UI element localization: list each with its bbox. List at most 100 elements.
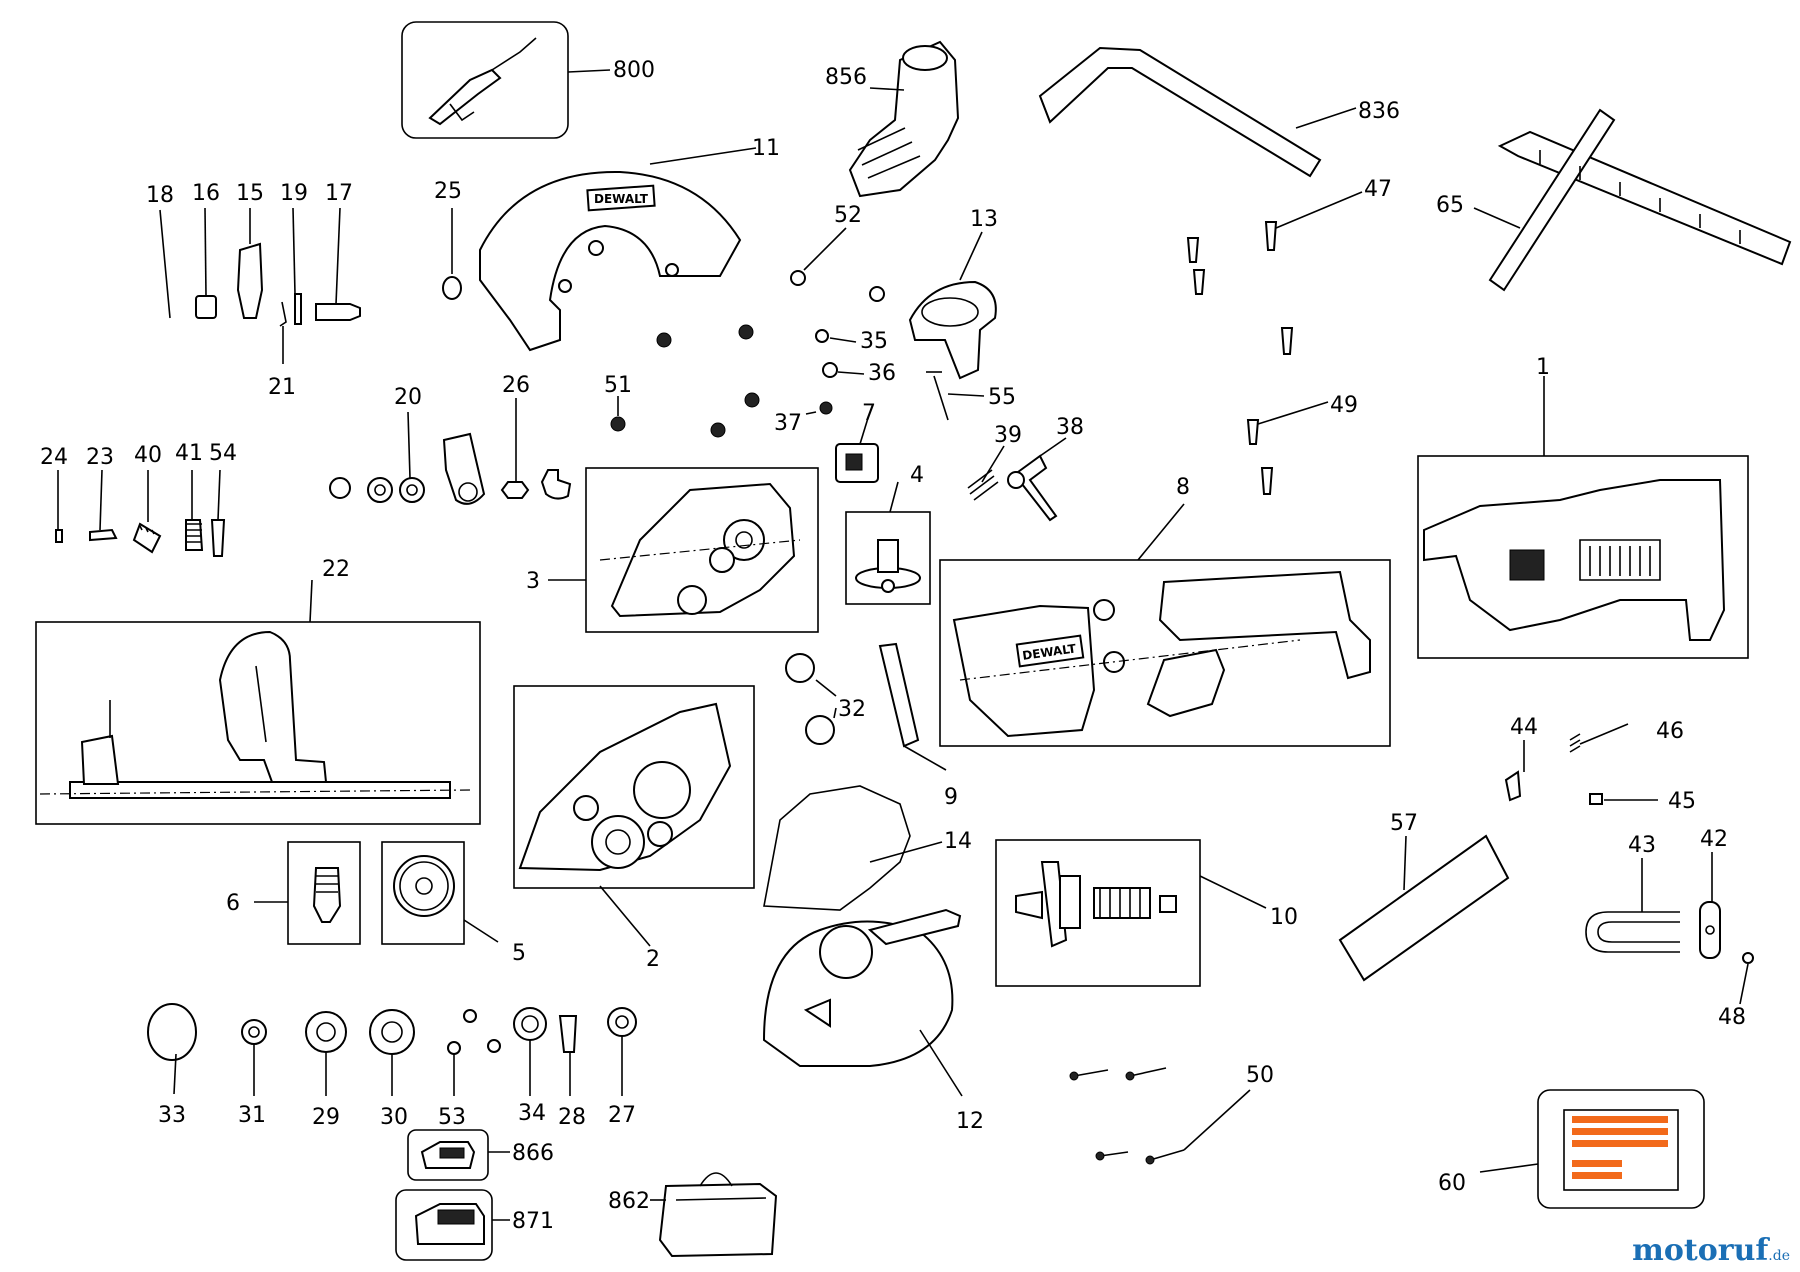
label-13: 13	[970, 207, 998, 232]
label-42: 42	[1700, 827, 1728, 852]
label-8: 8	[1176, 475, 1190, 500]
label-5: 5	[512, 941, 526, 966]
label-19: 19	[280, 181, 308, 206]
label-41: 41	[175, 441, 203, 466]
parts-bottom-row: 33 31 29 30 53 34 28 27	[147, 1003, 637, 1130]
part-25: 25	[434, 179, 462, 300]
label-2: 2	[646, 947, 660, 972]
part-60: 60	[1438, 1089, 1705, 1209]
label-800: 800	[613, 58, 655, 83]
part-4: 4	[845, 463, 931, 605]
label-4: 4	[910, 463, 924, 488]
label-57: 57	[1390, 811, 1418, 836]
label-1: 1	[1536, 355, 1550, 380]
label-856: 856	[825, 65, 867, 90]
part-50: 50	[1069, 1063, 1274, 1165]
parts-42-48: 43 42 48	[1585, 827, 1754, 1030]
label-52: 52	[834, 203, 862, 228]
label-36: 36	[868, 361, 896, 386]
watermark-logo: motoruf.de	[1632, 1233, 1790, 1268]
part-1: 1	[1417, 355, 1749, 659]
parts-38-39: 39 38	[967, 415, 1084, 522]
label-862: 862	[608, 1189, 650, 1214]
label-15: 15	[236, 181, 264, 206]
label-44: 44	[1510, 715, 1538, 740]
parts-18-21: 18 16 15 19 17 21	[146, 181, 361, 400]
part-51: 51	[604, 373, 632, 416]
label-18: 18	[146, 183, 174, 208]
watermark-main: motoruf	[1632, 1233, 1769, 1268]
part-14: 14	[763, 785, 972, 911]
label-11: 11	[752, 136, 780, 161]
label-54: 54	[209, 441, 237, 466]
label-10: 10	[1270, 905, 1298, 930]
part-52: 52	[790, 203, 885, 302]
part-22: 22	[35, 557, 481, 825]
part-47: 47	[1186, 177, 1392, 355]
label-17: 17	[325, 181, 353, 206]
label-30: 30	[380, 1105, 408, 1130]
label-7: 7	[862, 401, 876, 426]
label-38: 38	[1056, 415, 1084, 440]
label-21: 21	[268, 375, 296, 400]
part-12: 12	[762, 908, 984, 1134]
label-22: 22	[322, 557, 350, 582]
parts-6-5: 6 5	[226, 841, 526, 966]
label-26: 26	[502, 373, 530, 398]
label-32: 32	[838, 697, 866, 722]
label-9: 9	[944, 785, 958, 810]
part-871: 871	[395, 1189, 554, 1261]
label-16: 16	[192, 181, 220, 206]
part-57: 57	[1338, 811, 1510, 982]
label-12: 12	[956, 1109, 984, 1134]
label-836: 836	[1358, 99, 1400, 124]
parts-20-26: 20 26	[329, 373, 572, 505]
label-3: 3	[526, 569, 540, 594]
parts-44-46: 44 46 45	[1504, 715, 1696, 814]
part-8: DEWALT 8	[939, 475, 1391, 747]
label-65: 65	[1436, 193, 1464, 218]
label-33: 33	[158, 1103, 186, 1128]
label-40: 40	[134, 443, 162, 468]
part-11: DEWALT 11	[479, 136, 780, 352]
part-800: 800	[401, 21, 655, 139]
label-27: 27	[608, 1103, 636, 1128]
label-43: 43	[1628, 833, 1656, 858]
label-51: 51	[604, 373, 632, 398]
label-48: 48	[1718, 1005, 1746, 1030]
label-24: 24	[40, 445, 68, 470]
label-60: 60	[1438, 1171, 1466, 1196]
parts-24-54: 24 23 40 41 54	[40, 441, 237, 557]
label-31: 31	[238, 1103, 266, 1128]
label-28: 28	[558, 1105, 586, 1130]
label-55: 55	[988, 385, 1016, 410]
label-866: 866	[512, 1141, 554, 1166]
label-34: 34	[518, 1101, 546, 1126]
label-20: 20	[394, 385, 422, 410]
label-37: 37	[774, 411, 802, 436]
label-39: 39	[994, 423, 1022, 448]
label-46: 46	[1656, 719, 1684, 744]
label-35: 35	[860, 329, 888, 354]
watermark-suffix: .de	[1768, 1248, 1790, 1264]
label-45: 45	[1668, 789, 1696, 814]
parts-35-37: 35 36 37	[774, 329, 896, 436]
part-2: 2	[513, 685, 755, 972]
label-47: 47	[1364, 177, 1392, 202]
small-screws-cluster	[610, 324, 760, 438]
label-6: 6	[226, 891, 240, 916]
label-49: 49	[1330, 393, 1358, 418]
part-856: 856	[825, 40, 960, 198]
part-836: 836	[1038, 46, 1400, 178]
part-55: 55	[926, 371, 1016, 421]
part-65: 65	[1436, 108, 1792, 292]
label-25: 25	[434, 179, 462, 204]
label-14: 14	[944, 829, 972, 854]
part-10: 10	[995, 839, 1298, 987]
part-7: 7	[835, 401, 879, 483]
label-871: 871	[512, 1209, 554, 1234]
part-3: 3	[526, 467, 819, 633]
parts-32-9: 32 9	[785, 642, 958, 810]
label-29: 29	[312, 1105, 340, 1130]
